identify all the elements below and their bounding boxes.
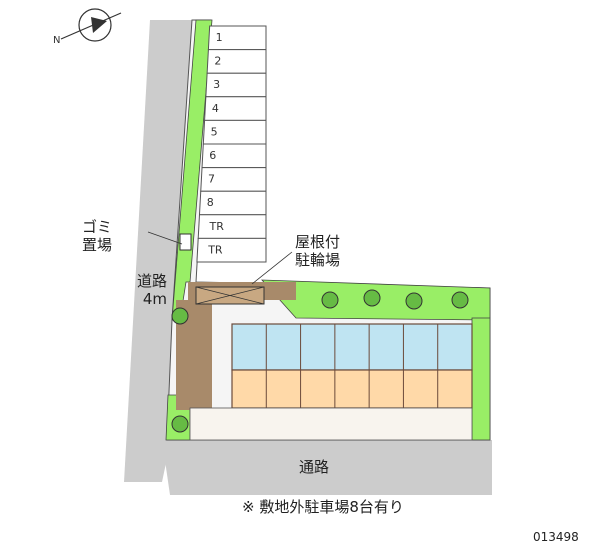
tree-icon [451, 291, 469, 309]
bottom-road-label: 通路 [299, 458, 330, 476]
unit-dividers [265, 324, 439, 408]
tree-icon [321, 291, 339, 309]
tree-icon [171, 415, 189, 433]
compass-icon: N [53, 8, 122, 46]
bike-parking-label: 屋根付 駐輪場 [295, 233, 341, 269]
garbage-box [179, 233, 192, 251]
trees [171, 289, 469, 433]
parking-slot-label: 1 [216, 31, 223, 44]
building-base [189, 407, 473, 441]
building-units [231, 369, 473, 409]
parking-slot-label: 8 [207, 196, 214, 209]
garbage-label: ゴミ 置場 [82, 218, 113, 254]
parking-slot-label: TR [207, 243, 223, 256]
road-side-label: 道路 4m [137, 272, 168, 308]
parking-slot-label: 5 [211, 125, 218, 138]
side-road [124, 20, 196, 482]
garbage-leader [147, 231, 183, 245]
tree-icon [171, 307, 189, 325]
parking-slot [197, 214, 267, 239]
parking-slot-label: 6 [209, 149, 216, 162]
parking-slot-label: 2 [214, 55, 221, 68]
green-right [471, 317, 491, 441]
parking-slot-label: TR [208, 220, 224, 233]
building-balcony [231, 323, 473, 371]
tree-icon [405, 292, 423, 310]
svg-text:N: N [53, 35, 60, 46]
bottom-road [162, 440, 492, 495]
brick-walkway [176, 300, 212, 410]
parking-slot-label: 3 [213, 78, 220, 91]
parking-slots: 1 2 3 4 5 6 7 8TR TR [196, 25, 267, 263]
bike-leader [251, 251, 293, 285]
offsite-parking-note: ※ 敷地外駐車場8台有り [242, 498, 404, 516]
parking-slot-label: 7 [208, 173, 215, 186]
parking-slot [196, 237, 267, 263]
property-code: 013498 [533, 530, 579, 544]
parking-slot-label: 4 [212, 102, 219, 115]
tree-icon [363, 289, 381, 307]
